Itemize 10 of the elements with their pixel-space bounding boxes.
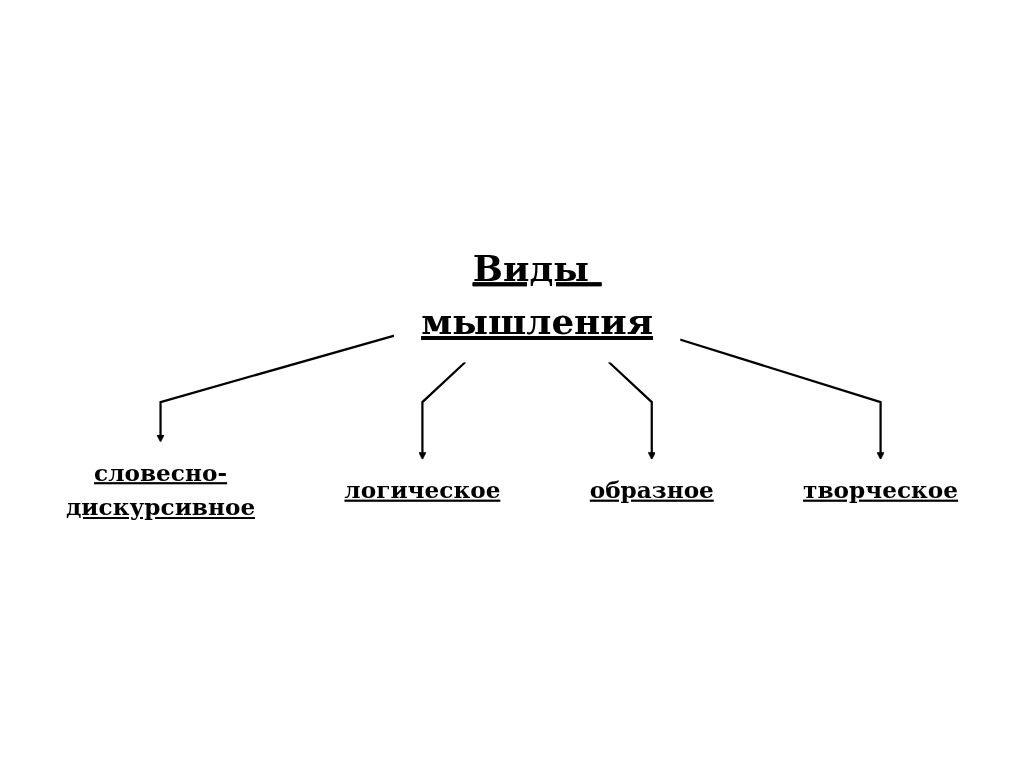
arrow — [418, 361, 467, 461]
diagram: Виды мышления словесно-дискурсивное логическое образное творческое — [32, 221, 992, 546]
arrow — [156, 334, 395, 443]
node-text: образное — [589, 476, 714, 504]
node-text: Виды мышления — [421, 247, 654, 343]
arrow — [679, 338, 885, 461]
node-text: творческое — [803, 476, 959, 504]
node-text: словесно-дискурсивное — [65, 459, 256, 521]
node-text: логическое — [344, 476, 501, 504]
arrow — [608, 361, 656, 461]
